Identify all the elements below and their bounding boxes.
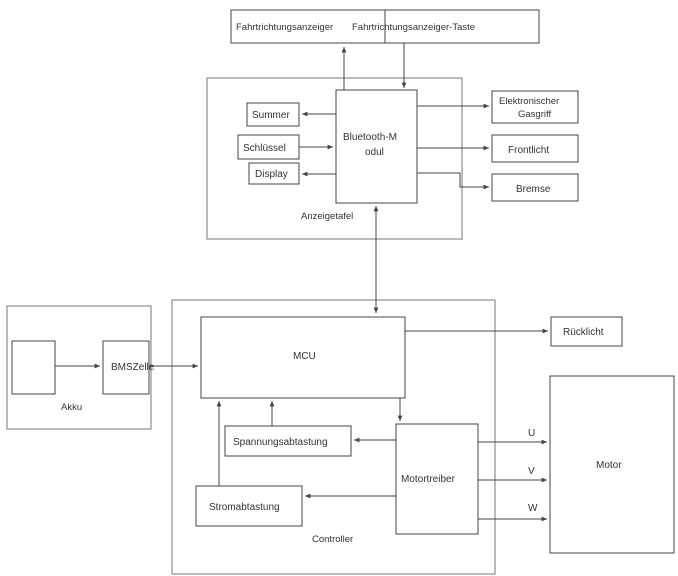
voltage-sampling-label: Spannungsabtastung <box>233 437 328 448</box>
motor-driver-box <box>395 423 479 535</box>
battery-group <box>6 305 152 430</box>
indicator-button-label: Fahrtrichtungsanzeiger-Taste <box>352 22 475 33</box>
motor-driver-label: Motortreiber <box>401 474 456 485</box>
bms-label: BMSZelle <box>111 362 155 373</box>
rear-light-label: Rücklicht <box>563 327 604 338</box>
mcu-label: MCU <box>293 351 316 362</box>
battery-cell-box <box>11 340 56 395</box>
bms-box <box>102 340 150 395</box>
phase-w-label: W <box>528 503 538 514</box>
bluetooth-module-box <box>335 89 418 204</box>
rear-light-box <box>550 316 623 347</box>
throttle-box <box>491 90 579 124</box>
throttle-label-2: Gasgriff <box>518 109 551 120</box>
display-panel-label: Anzeigetafel <box>301 211 353 222</box>
indicator-label: Fahrtrichtungsanzeiger <box>236 22 333 33</box>
current-sampling-label: Stromabtastung <box>209 502 280 513</box>
front-light-box <box>491 134 579 163</box>
mcu-box <box>200 316 406 399</box>
phase-u-label: U <box>528 428 535 439</box>
current-sampling-box <box>195 485 303 527</box>
key-box <box>237 134 300 160</box>
indicator-button-box <box>384 9 540 44</box>
controller-label: Controller <box>312 534 353 545</box>
bluetooth-module-label-1: Bluetooth-M <box>343 132 397 143</box>
bluetooth-module-label-2: odul <box>365 147 384 158</box>
battery-label: Akku <box>61 402 82 413</box>
front-light-label: Frontlicht <box>508 145 549 156</box>
controller-group <box>171 299 496 575</box>
motor-label: Motor <box>596 460 622 471</box>
buzzer-box <box>246 102 300 127</box>
key-label: Schlüssel <box>243 143 286 154</box>
buzzer-label: Summer <box>252 110 290 121</box>
phase-v-label: V <box>528 466 535 477</box>
voltage-sampling-box <box>224 425 352 457</box>
motor-box <box>549 375 675 554</box>
indicator-box <box>230 9 386 44</box>
brake-box <box>491 173 579 202</box>
display-box <box>248 162 300 185</box>
brake-label: Bremse <box>516 184 551 195</box>
bt-to-brake-arrow <box>417 172 489 190</box>
display-label: Display <box>255 169 288 180</box>
throttle-label-1: Elektronischer <box>499 96 559 107</box>
display-panel-group <box>206 77 463 240</box>
